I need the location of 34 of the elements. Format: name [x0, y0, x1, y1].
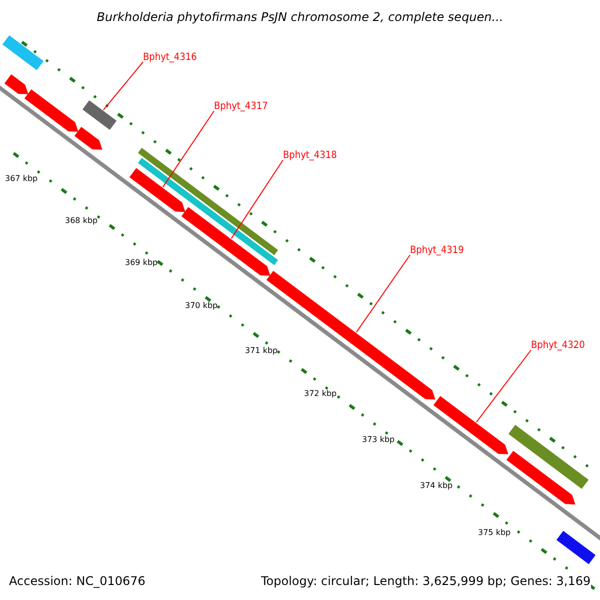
gene-label: Bphyt_4318 — [283, 150, 337, 161]
gene-label: Bphyt_4319 — [410, 245, 464, 256]
leader-line — [230, 160, 284, 239]
leader-line — [476, 350, 532, 423]
gene-feature — [4, 74, 28, 94]
leader-line — [102, 62, 144, 110]
leader-line — [162, 110, 214, 188]
gene-feature — [24, 89, 78, 132]
gene-feature — [2, 35, 44, 70]
gene-label: Bphyt_4316 — [143, 52, 197, 63]
gene-feature — [82, 100, 117, 130]
gene-feature — [129, 168, 186, 212]
scale-label: 369 kbp — [125, 258, 158, 267]
gene-feature — [506, 450, 576, 504]
title: Burkholderia phytofirmans PsJN chromosome 2, complete sequen... — [96, 10, 504, 24]
scale-label: 372 kbp — [304, 389, 337, 398]
info-text: Topology: circular; Length: 3,625,999 bp; Genes: 3,169 — [261, 574, 591, 588]
scale-label: 368 kbp — [65, 216, 98, 225]
gene-feature — [74, 126, 102, 150]
scale-label: 371 kbp — [245, 346, 278, 355]
gene-feature — [508, 424, 589, 489]
scale-label: 370 kbp — [185, 301, 218, 310]
scale-label: 367 kbp — [5, 174, 38, 183]
gene-label: Bphyt_4317 — [214, 101, 268, 112]
gene-label: Bphyt_4320 — [531, 340, 585, 351]
info-text: Accession: NC_010676 — [9, 574, 146, 588]
gene-feature — [181, 207, 270, 276]
scale-label: 374 kbp — [420, 481, 453, 490]
gene-feature — [138, 148, 278, 256]
scale-label: 373 kbp — [362, 435, 395, 444]
leader-line — [356, 254, 410, 333]
gene-feature — [433, 396, 508, 454]
gene-feature — [556, 530, 596, 564]
scale-label: 375 kbp — [478, 528, 511, 537]
